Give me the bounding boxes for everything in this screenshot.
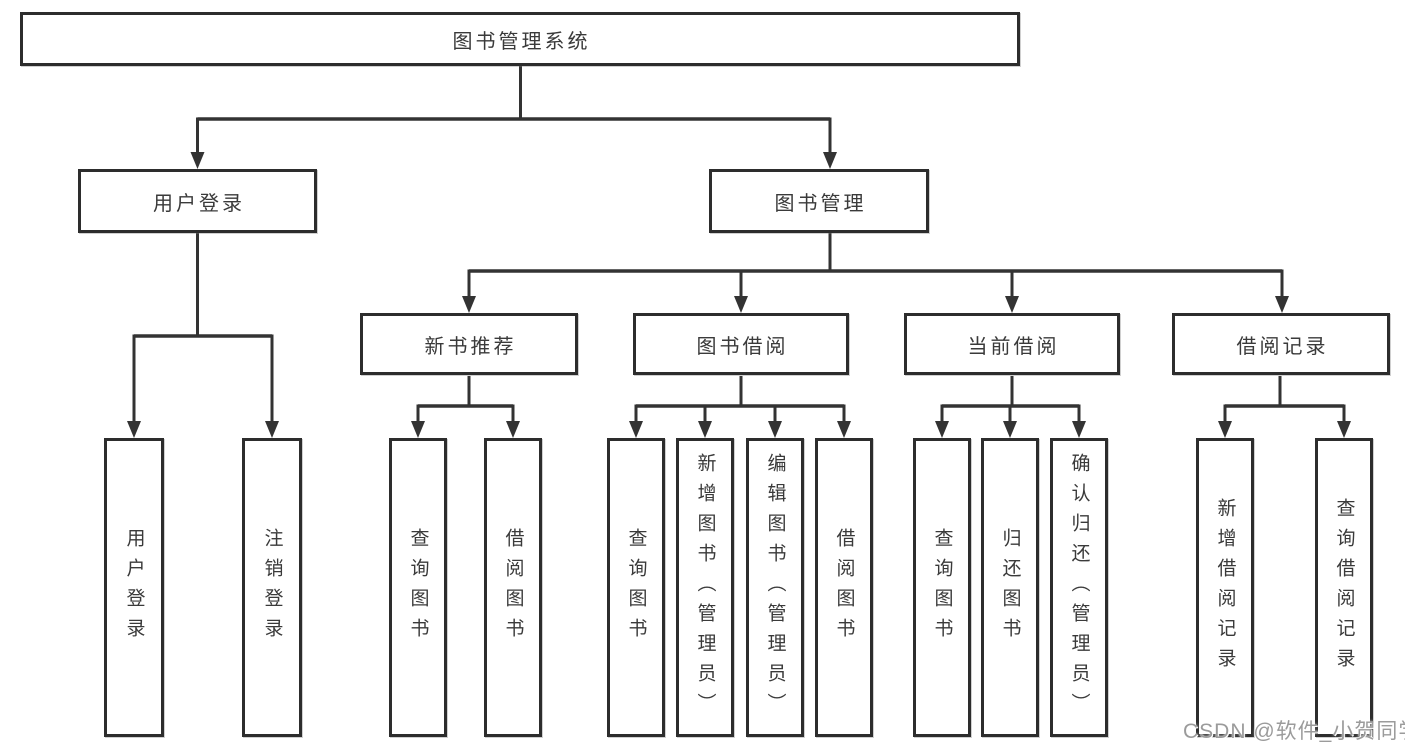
- leaf-label: 用户登录: [123, 527, 145, 648]
- node-label: 当前借阅: [967, 335, 1060, 358]
- leaf-label: 查询图书: [625, 527, 647, 648]
- leaf-return-books: 归还图书: [981, 438, 1039, 737]
- leaf-label: 借阅图书: [502, 527, 524, 648]
- node-label: 图书借阅: [696, 335, 789, 358]
- leaf-user-login: 用户登录: [104, 438, 164, 737]
- leaf-label: 编辑图书（管理员）: [764, 452, 786, 723]
- leaf-borrow-books: 借阅图书: [815, 438, 873, 737]
- leaf-query-books-recommend: 查询图书: [389, 438, 447, 737]
- arrowheads: [127, 152, 1351, 438]
- leaf-logout: 注销登录: [242, 438, 302, 737]
- leaf-label: 新增借阅记录: [1214, 497, 1236, 678]
- leaf-label: 确认归还（管理员）: [1068, 452, 1090, 723]
- leaf-query-books-borrowing: 查询图书: [607, 438, 665, 737]
- node-book-borrowing: 图书借阅: [633, 313, 849, 375]
- node-library-management-system: 图书管理系统: [20, 12, 1020, 66]
- leaf-label: 查询图书: [931, 527, 953, 648]
- leaf-label: 归还图书: [999, 527, 1021, 648]
- leaf-add-books-admin: 新增图书（管理员）: [676, 438, 734, 737]
- leaf-borrow-books-recommend: 借阅图书: [484, 438, 542, 737]
- node-borrowing-records: 借阅记录: [1172, 313, 1390, 375]
- node-user-login: 用户登录: [78, 169, 317, 233]
- node-label: 图书管理系统: [452, 30, 591, 53]
- leaf-label: 注销登录: [261, 527, 283, 648]
- csdn-watermark: CSDN @软件_小贺同学: [1183, 720, 1405, 743]
- node-label: 图书管理: [774, 192, 867, 215]
- node-label: 借阅记录: [1236, 335, 1329, 358]
- node-new-book-recommendation: 新书推荐: [360, 313, 578, 375]
- leaf-label: 查询借阅记录: [1333, 497, 1355, 678]
- node-book-management: 图书管理: [709, 169, 929, 233]
- leaf-add-borrow-record: 新增借阅记录: [1196, 438, 1254, 737]
- leaf-edit-books-admin: 编辑图书（管理员）: [746, 438, 804, 737]
- leaf-confirm-return-admin: 确认归还（管理员）: [1050, 438, 1108, 737]
- node-label: 新书推荐: [424, 335, 517, 358]
- node-label: 用户登录: [153, 192, 245, 215]
- leaf-query-books-current: 查询图书: [913, 438, 971, 737]
- leaf-query-borrow-record: 查询借阅记录: [1315, 438, 1373, 737]
- leaf-label: 借阅图书: [833, 527, 855, 648]
- leaf-label: 新增图书（管理员）: [694, 452, 716, 723]
- node-current-borrowing: 当前借阅: [904, 313, 1120, 375]
- leaf-label: 查询图书: [407, 527, 429, 648]
